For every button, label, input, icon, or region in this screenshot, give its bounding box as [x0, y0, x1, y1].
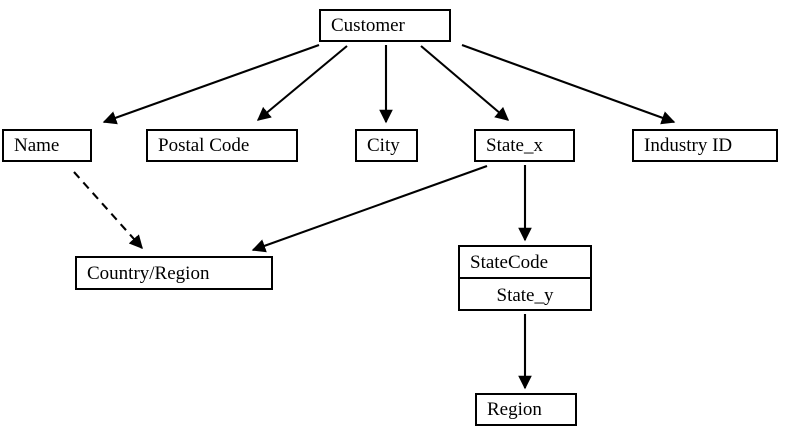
node-name[interactable]: Name [2, 129, 92, 162]
node-customer-label: Customer [331, 15, 405, 36]
node-state-x[interactable]: State_x [474, 129, 575, 162]
edge-customer-name [102, 44, 320, 125]
node-postal-code-label: Postal Code [158, 135, 250, 156]
node-postal-code[interactable]: Postal Code [146, 129, 298, 162]
node-statecode-header: StateCode [460, 247, 590, 279]
edge-name-country-region [73, 171, 143, 250]
edge-customer-state-x [420, 45, 510, 121]
edge-customer-industry-id [461, 44, 676, 125]
node-name-label: Name [14, 135, 60, 156]
node-country-region[interactable]: Country/Region [75, 256, 273, 290]
node-statecode-row-label: State_y [496, 284, 554, 306]
node-statecode[interactable]: StateCode State_y [458, 245, 592, 311]
node-country-region-label: Country/Region [87, 262, 210, 284]
node-state-x-label: State_x [486, 135, 543, 156]
node-industry-id[interactable]: Industry ID [632, 129, 778, 162]
edge-customer-postal-code [256, 45, 348, 121]
node-region[interactable]: Region [475, 393, 577, 426]
node-region-label: Region [487, 399, 542, 420]
node-industry-id-label: Industry ID [644, 135, 733, 156]
node-statecode-header-label: StateCode [470, 251, 549, 273]
node-customer[interactable]: Customer [319, 9, 451, 42]
node-city-label: City [367, 135, 400, 156]
node-statecode-row: State_y [460, 279, 590, 311]
edge-state-x-country-region [251, 165, 488, 253]
node-city[interactable]: City [355, 129, 418, 162]
